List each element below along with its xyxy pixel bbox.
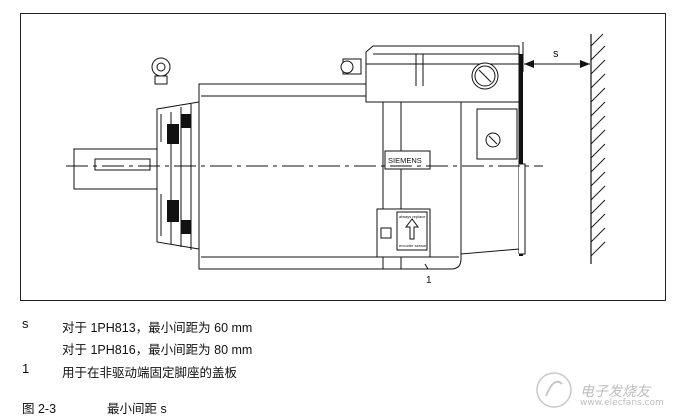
notice-text-2: encoder sensor xyxy=(399,243,427,248)
fan-cover xyxy=(519,54,523,256)
brand-plate-text: SIEMENS xyxy=(388,156,422,165)
siemens-plate xyxy=(384,150,431,170)
watermark-text: 电子发烧友 xyxy=(580,384,650,400)
wall-hatch xyxy=(590,33,606,257)
legend-text-1ph813: 对于 1PH813，最小间距为 60 mm xyxy=(62,321,253,335)
figure-title: 最小间距 s xyxy=(107,402,167,416)
arrow-right xyxy=(580,60,590,68)
legend-text-cover: 用于在非驱动端固定脚座的盖板 xyxy=(62,366,238,380)
watermark-url: www.elecfans.com xyxy=(580,398,664,408)
lifting-eye xyxy=(151,57,171,77)
legend-text-1ph816: 对于 1PH816，最小间距为 80 mm xyxy=(62,343,253,357)
legend-key-s: s xyxy=(22,316,29,331)
figure-number: 图 2-3 xyxy=(22,402,57,416)
watermark-logo xyxy=(536,372,572,408)
callout-leader xyxy=(424,263,429,270)
shaft-keyway xyxy=(94,158,151,171)
dimension-label: s xyxy=(553,48,559,60)
legend-key-1: 1 xyxy=(22,361,30,376)
motor-drawing: s SIEMENS always replace encoder sensor … xyxy=(66,33,606,286)
figure-frame: s SIEMENS always replace encoder sensor … xyxy=(20,13,666,301)
notice-text-1: always replace xyxy=(399,214,426,219)
callout-number: 1 xyxy=(426,275,432,286)
arrow-left xyxy=(524,60,534,68)
